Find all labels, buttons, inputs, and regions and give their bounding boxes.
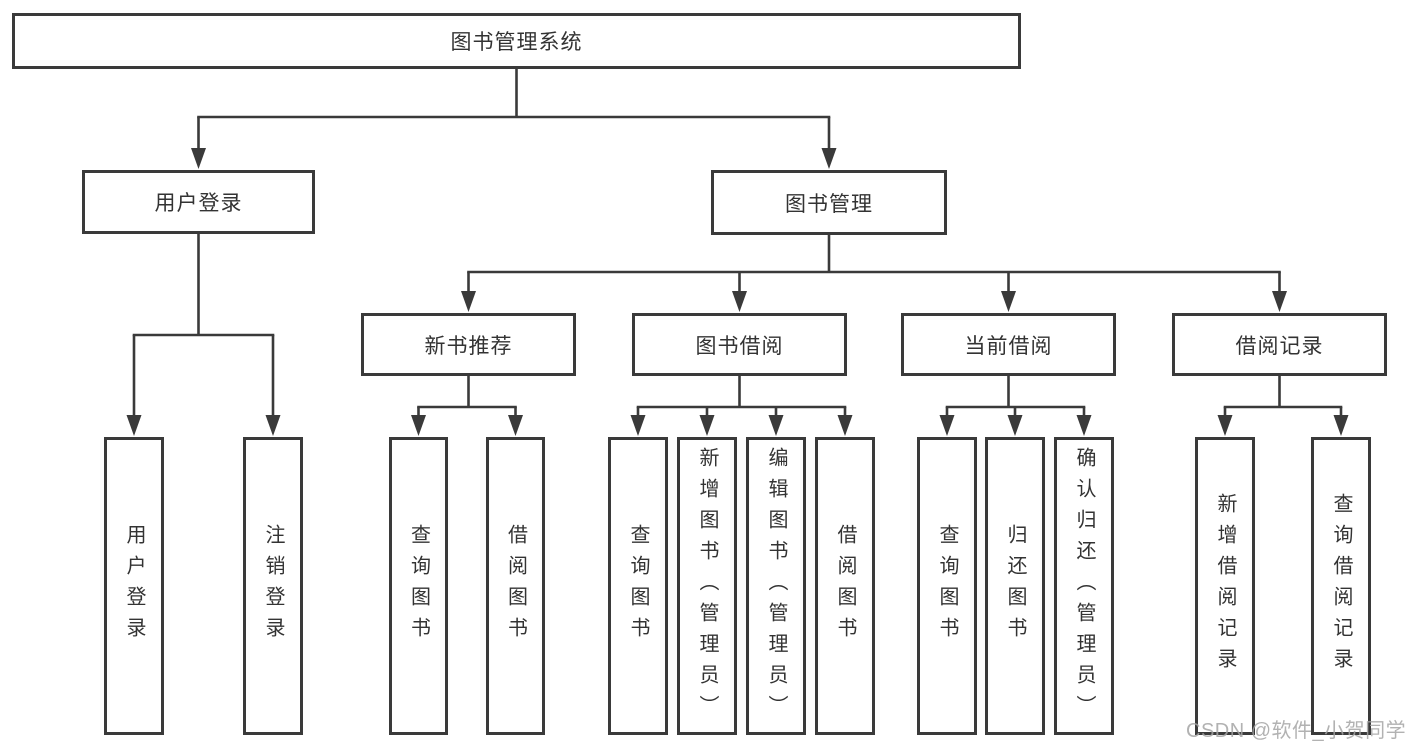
node-current-borrow: 当前借阅 xyxy=(901,313,1116,376)
arrowhead-icon xyxy=(768,415,784,436)
arrowhead-icon xyxy=(461,291,476,312)
node-leaf-bb-edit: 编辑图书（管理员） xyxy=(746,437,806,735)
node-label: 借阅记录 xyxy=(1235,334,1324,358)
node-leaf-bb-add: 新增图书（管理员） xyxy=(677,437,737,735)
arrowhead-icon xyxy=(265,415,281,436)
node-leaf-bb-query: 查询图书 xyxy=(608,437,668,735)
node-label: 图书借阅 xyxy=(695,334,784,358)
node-label: 图书管理 xyxy=(785,192,873,216)
arrowhead-icon xyxy=(630,415,646,436)
arrowhead-icon xyxy=(411,415,426,436)
node-label: 当前借阅 xyxy=(964,334,1053,358)
node-label: 新增图书（管理员） xyxy=(696,446,718,726)
arrowhead-icon xyxy=(939,415,955,436)
node-leaf-logout: 注销登录 xyxy=(243,437,303,735)
arrowhead-icon xyxy=(1272,291,1287,312)
node-label: 编辑图书（管理员） xyxy=(765,446,787,726)
node-label: 用户登录 xyxy=(154,192,243,215)
node-label: 查询图书 xyxy=(407,524,430,648)
arrowhead-icon xyxy=(1007,415,1023,436)
node-label: 借阅图书 xyxy=(504,524,527,648)
node-book-borrow: 图书借阅 xyxy=(632,313,847,376)
arrowhead-icon xyxy=(191,148,206,169)
arrowhead-icon xyxy=(821,148,837,169)
node-leaf-nb-borrow: 借阅图书 xyxy=(486,437,545,735)
node-label: 用户登录 xyxy=(123,524,145,648)
arrowhead-icon xyxy=(1076,415,1092,436)
node-leaf-cb-return: 归还图书 xyxy=(985,437,1045,735)
node-borrow-record: 借阅记录 xyxy=(1172,313,1387,376)
node-label: 归还图书 xyxy=(1004,524,1026,648)
arrowhead-icon xyxy=(732,291,747,312)
node-leaf-cb-query: 查询图书 xyxy=(917,437,977,735)
node-label: 新增借阅记录 xyxy=(1214,493,1236,679)
node-leaf-bb-borrow: 借阅图书 xyxy=(815,437,875,735)
node-label: 借阅图书 xyxy=(834,524,856,648)
node-leaf-cb-confirm: 确认归还（管理员） xyxy=(1054,437,1114,735)
node-label: 新书推荐 xyxy=(424,334,513,358)
arrowhead-icon xyxy=(837,415,853,436)
arrowhead-icon xyxy=(1217,415,1233,436)
node-label: 查询图书 xyxy=(936,524,958,648)
node-label: 查询图书 xyxy=(627,524,649,648)
node-label: 图书管理系统 xyxy=(450,31,583,54)
node-label: 确认归还（管理员） xyxy=(1073,446,1095,726)
watermark: CSDN @软件_小贺同学 xyxy=(1186,720,1405,742)
node-label: 查询借阅记录 xyxy=(1330,493,1352,679)
node-new-book-rec: 新书推荐 xyxy=(361,313,576,376)
arrowhead-icon xyxy=(508,415,523,436)
arrowhead-icon xyxy=(699,415,715,436)
node-label: 注销登录 xyxy=(262,524,284,648)
node-book-mgmt: 图书管理 xyxy=(711,170,947,235)
node-leaf-br-query: 查询借阅记录 xyxy=(1311,437,1371,735)
node-leaf-br-add: 新增借阅记录 xyxy=(1195,437,1255,735)
arrowhead-icon xyxy=(126,415,142,436)
arrowhead-icon xyxy=(1001,291,1016,312)
node-root: 图书管理系统 xyxy=(12,13,1021,69)
node-leaf-user-login: 用户登录 xyxy=(104,437,164,735)
arrowhead-icon xyxy=(1333,415,1349,436)
node-user-login: 用户登录 xyxy=(82,170,315,234)
node-leaf-nb-query: 查询图书 xyxy=(389,437,448,735)
